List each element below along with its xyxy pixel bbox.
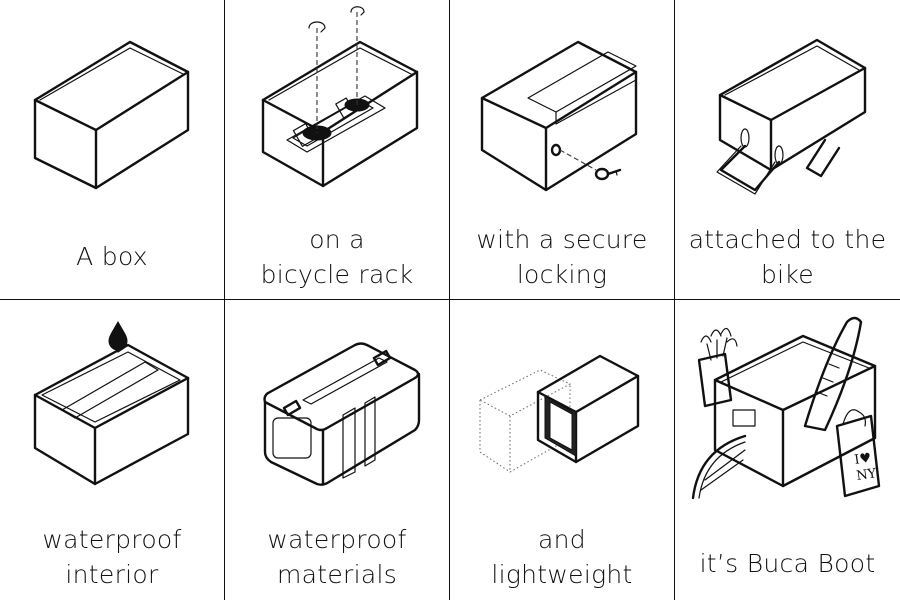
caption-lock: with a secure locking [450,218,674,295]
panel-lock: with a secure locking [450,0,675,300]
caption-lightweight: and lightweight [450,518,674,596]
caption-rack: on a bicycle rack [225,218,449,295]
caption-line: bicycle rack [261,257,414,292]
caption-box: A box [0,218,224,295]
caption-line: locking [517,257,607,292]
panel-waterproof-materials: waterproof materials [225,300,450,600]
caption-line: A box [76,239,148,274]
caption-line: waterproof [42,522,181,557]
caption-line: with a secure [476,222,647,257]
panel-attach: attached to the bike [675,0,900,300]
caption-line: and [538,522,586,557]
caption-line: lightweight [491,557,632,592]
buca-boot-illustration: I♥ NY [675,300,900,505]
caption-buca-boot: it’s Buca Boot [675,530,900,596]
lightweight-illustration [450,300,675,505]
caption-line: interior [65,557,158,592]
panel-box: A box [0,0,225,300]
panel-waterproof-interior: waterproof interior [0,300,225,600]
caption-line: on a [309,222,365,257]
waterproof-materials-illustration [225,300,450,505]
attach-illustration [675,0,900,205]
caption-line: it’s Buca Boot [700,546,876,581]
panel-rack: on a bicycle rack [225,0,450,300]
caption-line: waterproof [267,522,406,557]
box-illustration [0,0,225,205]
caption-line: bike [761,257,814,292]
caption-waterproof-materials: waterproof materials [225,518,449,596]
lock-illustration [450,0,675,205]
panel-buca-boot: I♥ NY it’s Buca Boot [675,300,900,600]
waterproof-interior-illustration [0,300,225,505]
rack-illustration [225,0,450,205]
svg-text:NY: NY [855,466,877,484]
caption-line: materials [277,557,397,592]
caption-line: attached to the [689,222,887,257]
panel-lightweight: and lightweight [450,300,675,600]
caption-attach: attached to the bike [675,218,900,295]
bag-lettering: I♥ [853,451,872,468]
caption-waterproof-interior: waterproof interior [0,518,224,596]
